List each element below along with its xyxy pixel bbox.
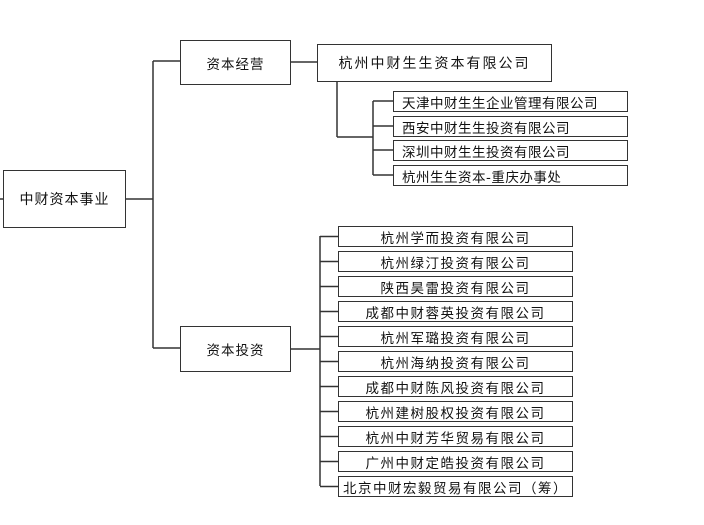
investment-company-label: 陕西昊雷投资有限公司 [380, 280, 531, 297]
investment-company-node: 成都中财陈风投资有限公司 [338, 376, 573, 397]
investment-company-node: 杭州建树股权投资有限公司 [338, 401, 573, 422]
subsidiary-node: 西安中财生生投资有限公司 [393, 116, 628, 137]
root-label: 中财资本事业 [19, 192, 110, 208]
operations-company-node: 杭州中财生生资本有限公司 [317, 44, 552, 82]
subsidiary-label: 深圳中财生生投资有限公司 [402, 144, 570, 161]
subsidiary-node: 天津中财生生企业管理有限公司 [393, 91, 628, 112]
investment-company-label: 北京中财宏毅贸易有限公司（筹） [343, 480, 568, 497]
operations-node: 资本经营 [180, 40, 291, 85]
subsidiary-label: 杭州生生资本-重庆办事处 [402, 169, 562, 186]
subsidiary-label: 天津中财生生企业管理有限公司 [402, 95, 598, 112]
investment-company-label: 广州中财定皓投资有限公司 [365, 455, 546, 472]
investment-company-label: 成都中财蓉英投资有限公司 [365, 305, 546, 322]
investment-company-node: 北京中财宏毅贸易有限公司（筹） [338, 476, 573, 497]
investment-company-node: 杭州绿汀投资有限公司 [338, 251, 573, 272]
investment-company-label: 杭州建树股权投资有限公司 [365, 405, 546, 422]
investment-company-label: 杭州军璐投资有限公司 [380, 330, 531, 347]
investment-company-label: 杭州绿汀投资有限公司 [380, 255, 531, 272]
root-node: 中财资本事业 [3, 170, 126, 228]
investment-company-node: 杭州学而投资有限公司 [338, 226, 573, 247]
subsidiary-node: 杭州生生资本-重庆办事处 [393, 165, 628, 186]
investment-company-node: 杭州海纳投资有限公司 [338, 351, 573, 372]
investment-node: 资本投资 [180, 326, 291, 372]
operations-label: 资本经营 [206, 56, 265, 73]
subsidiary-node: 深圳中财生生投资有限公司 [393, 140, 628, 161]
investment-company-node: 杭州中财芳华贸易有限公司 [338, 426, 573, 447]
operations-company-label: 杭州中财生生资本有限公司 [338, 56, 531, 72]
investment-company-node: 广州中财定皓投资有限公司 [338, 451, 573, 472]
investment-company-label: 成都中财陈风投资有限公司 [365, 380, 546, 397]
investment-company-label: 杭州海纳投资有限公司 [380, 355, 531, 372]
investment-company-node: 成都中财蓉英投资有限公司 [338, 301, 573, 322]
investment-company-label: 杭州学而投资有限公司 [380, 230, 531, 247]
investment-company-label: 杭州中财芳华贸易有限公司 [365, 430, 546, 447]
investment-company-node: 陕西昊雷投资有限公司 [338, 276, 573, 297]
investment-label: 资本投资 [206, 343, 265, 359]
investment-company-node: 杭州军璐投资有限公司 [338, 326, 573, 347]
subsidiary-label: 西安中财生生投资有限公司 [402, 120, 570, 137]
